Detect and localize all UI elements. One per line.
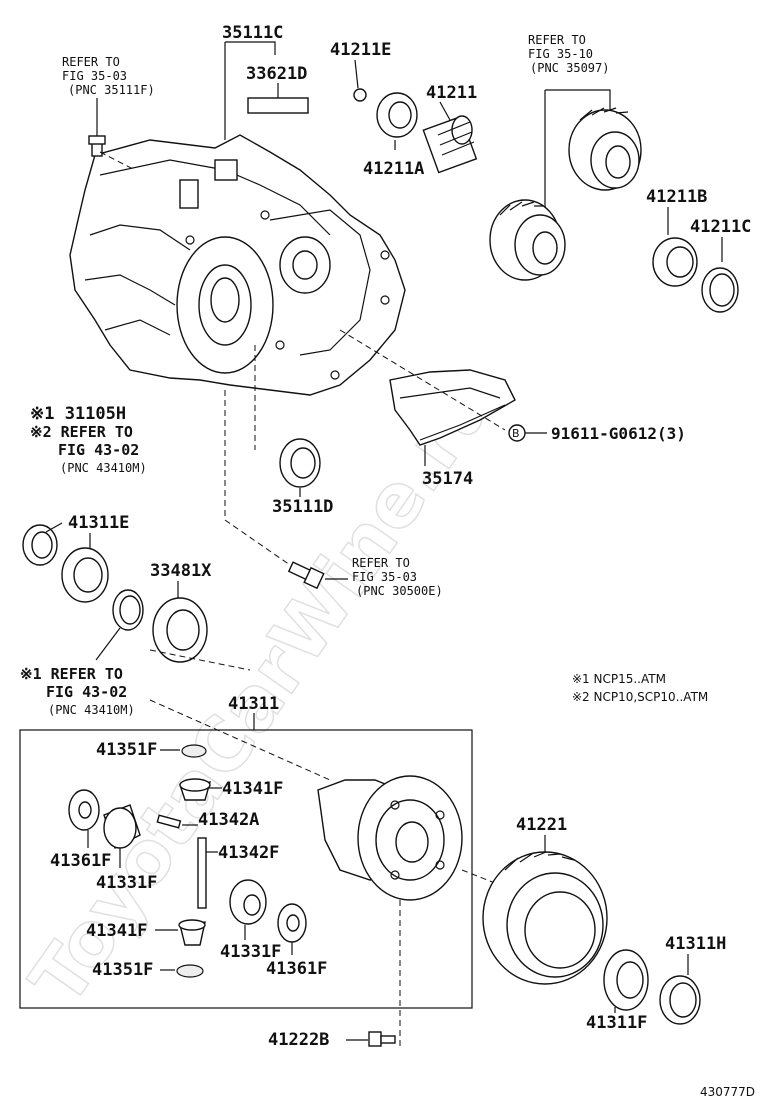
41311h-ring-illustration bbox=[659, 975, 701, 1025]
label-41211A: 41211A bbox=[363, 159, 424, 179]
transaxle-case-illustration bbox=[69, 134, 406, 396]
ref-fig-35-03-a: REFER TO FIG 35-03 (PNC 35111F) bbox=[62, 55, 155, 97]
label-41342F: 41342F bbox=[218, 843, 279, 863]
41311f-bearing-illustration bbox=[603, 949, 649, 1011]
label-35111D: 35111D bbox=[272, 497, 333, 517]
label-41342A: 41342A bbox=[198, 810, 259, 830]
svg-text:REFER TO: REFER TO bbox=[528, 33, 586, 47]
label-41222B: 41222B bbox=[268, 1030, 329, 1050]
svg-text:REFER TO: REFER TO bbox=[62, 55, 120, 69]
differential-group-box bbox=[19, 729, 473, 1009]
label-41341F-a: 41341F bbox=[222, 779, 283, 799]
ref-fig-43-02-b: ※1 REFER TO FIG 43-02 (PNC 43410M) bbox=[20, 665, 135, 717]
label-41211C: 41211C bbox=[690, 217, 751, 237]
41342f-shaft-illustration bbox=[197, 837, 207, 909]
svg-text:FIG 35-03: FIG 35-03 bbox=[62, 69, 127, 83]
svg-text:REFER TO: REFER TO bbox=[352, 556, 410, 570]
41361f-washer-a-illustration bbox=[68, 789, 100, 831]
label-33481X: 33481X bbox=[150, 561, 212, 581]
35174-cover-illustration bbox=[389, 369, 516, 446]
label-41361F-a: 41361F bbox=[50, 851, 111, 871]
label-35111C: 35111C bbox=[222, 23, 283, 43]
label-41351F-b: 41351F bbox=[92, 960, 153, 980]
33481x-bearing-illustration bbox=[152, 597, 208, 663]
30500e-bolt-illustration bbox=[287, 561, 325, 590]
35111d-seal-illustration bbox=[279, 438, 321, 488]
label-31105H-block: ※1 31105H ※2 REFER TO FIG 43-02 (PNC 434… bbox=[30, 404, 147, 475]
label-41221: 41221 bbox=[516, 815, 567, 835]
41211b-bearing-illustration bbox=[652, 237, 698, 287]
41351f-washer-b-illustration bbox=[176, 964, 204, 978]
41331f-gear-a-illustration bbox=[103, 804, 141, 849]
35097-gear-lower-illustration bbox=[489, 199, 566, 281]
label-41331F-a: 41331F bbox=[96, 873, 157, 893]
label-41311E: 41311E bbox=[68, 513, 129, 533]
svg-text:(PNC 30500E): (PNC 30500E) bbox=[356, 584, 443, 598]
svg-text:FIG 35-10: FIG 35-10 bbox=[528, 47, 593, 61]
41361f-washer-b-illustration bbox=[277, 903, 307, 943]
svg-text:(PNC 43410M): (PNC 43410M) bbox=[48, 703, 135, 717]
ref-fig-35-10: REFER TO FIG 35-10 (PNC 35097) bbox=[528, 33, 609, 75]
label-41351F-a: 41351F bbox=[96, 740, 157, 760]
label-41311: 41311 bbox=[228, 694, 279, 714]
31105h-seal-illustration bbox=[22, 524, 58, 566]
label-91611-G0612: 91611-G0612(3) bbox=[551, 424, 686, 443]
ref-fig-35-03-b: REFER TO FIG 35-03 (PNC 30500E) bbox=[352, 556, 443, 598]
43410m-ring-illustration bbox=[112, 589, 144, 631]
41331f-gear-b-illustration bbox=[229, 879, 267, 925]
svg-text:※2 REFER TO: ※2 REFER TO bbox=[30, 423, 133, 441]
35097-gear-upper-illustration bbox=[568, 107, 642, 191]
label-41211E: 41211E bbox=[330, 40, 391, 60]
41211a-bearing-illustration bbox=[376, 92, 418, 138]
label-41361F-b: 41361F bbox=[266, 959, 327, 979]
label-41211: 41211 bbox=[426, 83, 477, 103]
41351f-washer-a-illustration bbox=[181, 744, 207, 758]
label-35174: 35174 bbox=[422, 469, 473, 489]
svg-text:(PNC 35097): (PNC 35097) bbox=[530, 61, 609, 75]
label-41211B: 41211B bbox=[646, 187, 707, 207]
41311-differential-case-illustration bbox=[317, 775, 463, 901]
41221-ring-gear-illustration bbox=[482, 851, 608, 985]
41341f-gear-a-illustration bbox=[179, 778, 211, 801]
note-ncp15: ※1 NCP15..ATM bbox=[572, 672, 666, 686]
33621d-plate-illustration bbox=[247, 97, 309, 114]
label-41331F-b: 41331F bbox=[220, 942, 281, 962]
label-41311F: 41311F bbox=[586, 1013, 647, 1033]
41222b-bolt-illustration bbox=[368, 1031, 396, 1047]
svg-text:(PNC 35111F): (PNC 35111F) bbox=[68, 83, 155, 97]
diagram-id: 430777D bbox=[700, 1085, 755, 1099]
svg-text:FIG 43-02: FIG 43-02 bbox=[46, 683, 127, 701]
note-ncp10: ※2 NCP10,SCP10..ATM bbox=[572, 690, 708, 704]
callout-b-letter: B bbox=[512, 427, 520, 440]
41341f-gear-b-illustration bbox=[178, 919, 206, 946]
41211-gear-shaft-illustration bbox=[422, 115, 478, 174]
svg-text:FIG 43-02: FIG 43-02 bbox=[58, 441, 139, 459]
41342a-pin-illustration bbox=[156, 814, 182, 829]
label-41341F-b: 41341F bbox=[86, 921, 147, 941]
label-33621D: 33621D bbox=[246, 64, 307, 84]
svg-text:※1 31105H: ※1 31105H bbox=[30, 404, 126, 424]
41311e-bearing-illustration bbox=[61, 547, 109, 603]
41211e-ball-illustration bbox=[353, 88, 367, 102]
svg-text:FIG 35-03: FIG 35-03 bbox=[352, 570, 417, 584]
41211c-ring-illustration bbox=[701, 267, 739, 313]
svg-text:(PNC 43410M): (PNC 43410M) bbox=[60, 461, 147, 475]
svg-text:※1 REFER TO: ※1 REFER TO bbox=[20, 665, 123, 683]
label-41311H: 41311H bbox=[665, 934, 726, 954]
